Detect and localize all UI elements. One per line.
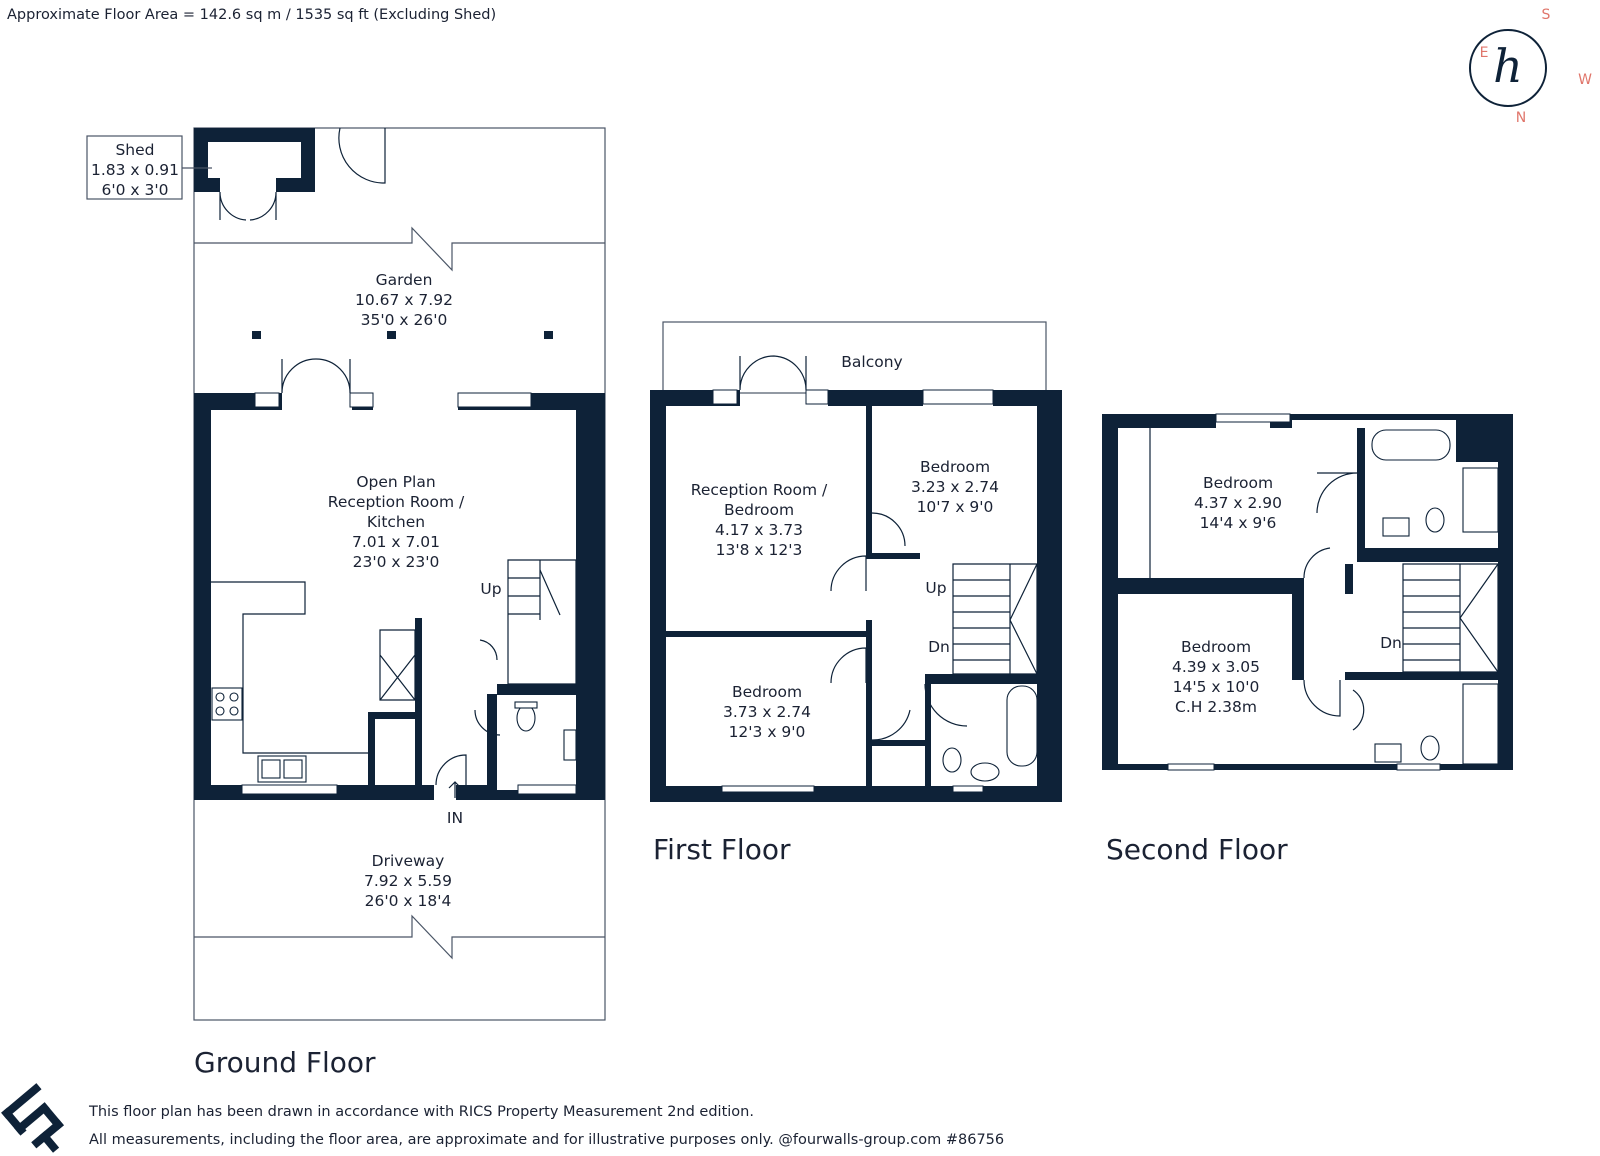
driveway-label: Driveway: [372, 852, 445, 870]
bath-icon: [1371, 429, 1451, 461]
bedroom-bottom-label: Bedroom: [1181, 638, 1251, 656]
driveway-metric: 7.92 x 5.59: [364, 872, 452, 890]
reception-label-1: Reception Room /: [691, 481, 828, 499]
basin-icon: [1374, 743, 1402, 763]
basin-icon: [970, 762, 1000, 782]
compass-west: W: [1578, 72, 1592, 88]
footer-disclaimer: All measurements, including the floor ar…: [89, 1132, 1004, 1148]
reception-label-2: Bedroom: [724, 501, 794, 519]
shed-label: Shed: [115, 141, 154, 159]
footer-rics-note: This floor plan has been drawn in accord…: [88, 1104, 754, 1120]
bedroom-bottom-label: Bedroom: [732, 683, 802, 701]
bedroom-right-imperial: 10'7 x 9'0: [917, 498, 994, 516]
driveway-boundary: [194, 914, 605, 960]
garden-label: Garden: [376, 271, 433, 289]
driveway-imperial: 26'0 x 18'4: [365, 892, 452, 910]
first-staircase: [952, 563, 1038, 675]
second-stairs-dn-label: Dn: [1380, 634, 1402, 652]
garden-gate: [338, 127, 386, 184]
garden-metric: 10.67 x 7.92: [355, 291, 453, 309]
shed-walls: [194, 128, 315, 192]
open-plan-label-1: Open Plan: [356, 473, 435, 491]
second-floor-title: Second Floor: [1106, 833, 1288, 866]
shower-icon: [1462, 683, 1499, 765]
toilet-icon: [1425, 507, 1445, 533]
toilet-icon: [516, 704, 536, 732]
first-stairs-up-label: Up: [925, 579, 946, 597]
bedroom-top-imperial: 14'4 x 9'6: [1200, 514, 1277, 532]
fourwalls-logo: [1, 1083, 64, 1153]
bedroom-right-metric: 3.23 x 2.74: [911, 478, 999, 496]
open-plan-walls: [194, 393, 605, 800]
bedroom-bottom-imperial: 12'3 x 9'0: [729, 723, 806, 741]
logo-letter: h: [1493, 39, 1523, 93]
open-plan-label-3: Kitchen: [367, 513, 425, 531]
open-plan-metric: 7.01 x 7.01: [352, 533, 440, 551]
ground-floor-title: Ground Floor: [194, 1046, 376, 1079]
kitchen-counter: [211, 581, 370, 754]
hob-icon: [211, 687, 243, 721]
front-door: [435, 754, 467, 786]
toilet-icon: [942, 747, 962, 773]
bedroom-bottom-height: C.H 2.38m: [1175, 698, 1257, 716]
bedroom-bottom-imperial: 14'5 x 10'0: [1173, 678, 1260, 696]
open-plan-imperial: 23'0 x 23'0: [353, 553, 440, 571]
shed-doors: [219, 191, 277, 221]
bedroom-bottom-metric: 4.39 x 3.05: [1172, 658, 1260, 676]
entrance-arrow-icon: [448, 781, 462, 798]
reception-metric: 4.17 x 3.73: [715, 521, 803, 539]
ground-staircase: [507, 559, 577, 685]
bath-icon: [1006, 685, 1038, 767]
bedroom-top-metric: 4.37 x 2.90: [1194, 494, 1282, 512]
entrance-label: IN: [447, 809, 463, 827]
garden-imperial: 35'0 x 26'0: [361, 311, 448, 329]
floor-area-summary: Approximate Floor Area = 142.6 sq m / 15…: [7, 7, 496, 23]
french-doors: [281, 358, 351, 394]
bedroom-bottom-metric: 3.73 x 2.74: [723, 703, 811, 721]
compass-logo: h S E W N: [1469, 7, 1592, 126]
compass-east: E: [1480, 45, 1489, 61]
first-floor-title: First Floor: [653, 833, 791, 866]
garden-fence: [194, 226, 605, 272]
bedroom-top-label: Bedroom: [1203, 474, 1273, 492]
first-floor-plan: Balcony Reception Room / Bedroom 4.17 x …: [650, 321, 1062, 866]
first-stairs-dn-label: Dn: [928, 638, 950, 656]
balcony-doors: [739, 355, 807, 391]
second-floor-plan: Bedroom 4.37 x 2.90 14'4 x 9'6 Bedroom 4…: [1102, 413, 1513, 866]
open-plan-label-2: Reception Room /: [328, 493, 465, 511]
ground-stairs-up-label: Up: [480, 580, 501, 598]
reception-imperial: 13'8 x 12'3: [716, 541, 803, 559]
shed-imperial: 6'0 x 3'0: [102, 181, 169, 199]
balcony-label: Balcony: [841, 353, 902, 371]
bedroom-right-label: Bedroom: [920, 458, 990, 476]
shed-metric: 1.83 x 0.91: [91, 161, 179, 179]
ground-floor-plan: Shed 1.83 x 0.91 6'0 x 3'0 Garden 10.67 …: [86, 127, 606, 1079]
toilet-icon: [1420, 735, 1440, 761]
shed-label-box: [86, 135, 183, 200]
compass-south: S: [1542, 7, 1551, 23]
shower-icon: [1462, 467, 1499, 533]
basin-icon: [563, 729, 577, 761]
compass-north: N: [1516, 110, 1526, 126]
basin-icon: [1382, 517, 1410, 537]
second-staircase: [1402, 563, 1499, 673]
